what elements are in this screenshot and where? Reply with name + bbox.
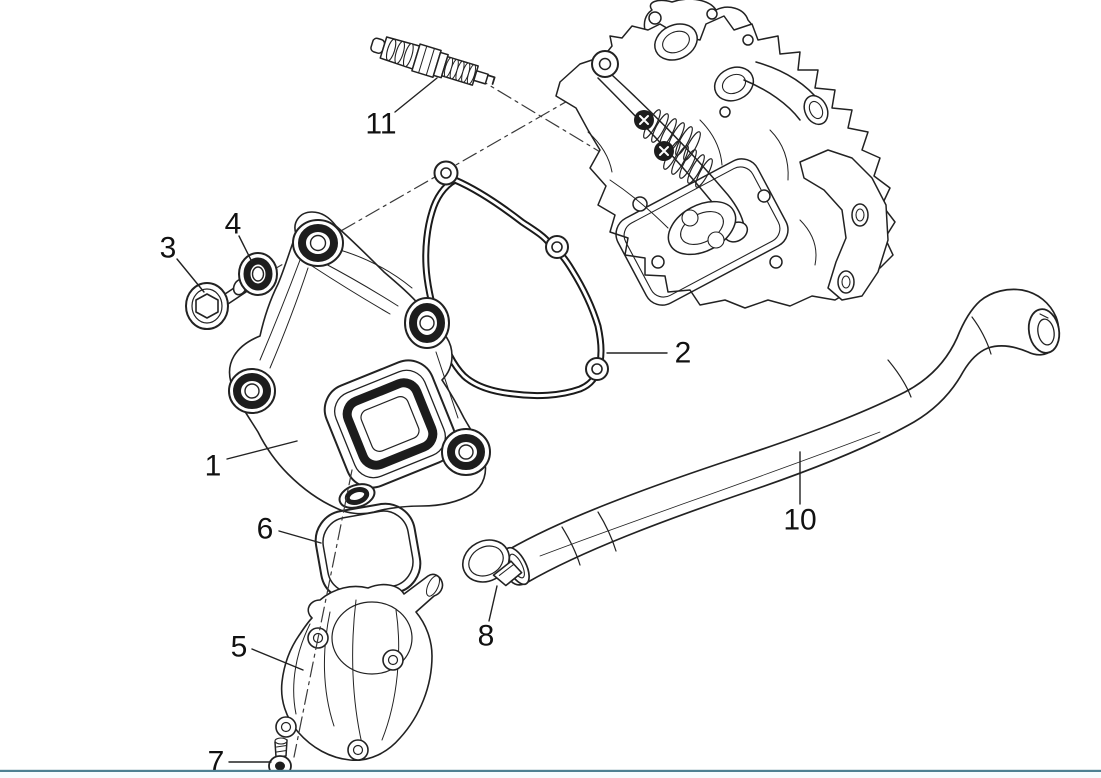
callout-3-label: 3: [160, 232, 177, 265]
callout-11: 11: [365, 77, 438, 141]
cover-center-recess: [323, 359, 457, 489]
cover-mounting-bosses: [228, 219, 491, 476]
callout-1: 1: [205, 440, 298, 483]
bolt-hex-socket: [195, 293, 219, 319]
sealing-washer-drawing: [238, 252, 278, 296]
head-rocker-bracket: [591, 50, 749, 243]
callout-6-label: 6: [257, 513, 274, 546]
callout-4-label: 4: [225, 208, 242, 241]
flange-bolt-drawing: [185, 278, 248, 330]
clamp-screw-housing: [492, 560, 523, 587]
breather-cover-drawing: [275, 573, 444, 762]
valve-spring-2: [654, 140, 713, 188]
pipe-segment-joints: [539, 316, 992, 566]
callout-5: 5: [231, 631, 304, 671]
cover-gasket-drawing: [422, 160, 609, 400]
callout-10: 10: [783, 451, 817, 537]
hose-clamp-drawing: [462, 539, 523, 587]
callout-2-label: 2: [675, 337, 692, 370]
callout-6-leader-line: [278, 530, 322, 544]
callout-4-leader-line: [238, 235, 253, 263]
breather-dome: [331, 601, 413, 675]
breather-flange-ears: [275, 627, 404, 761]
callout-8: 8: [478, 585, 498, 653]
callout-1-leader-line: [226, 440, 298, 460]
footer-area: [0, 772, 1101, 778]
breather-axis-centerline: [293, 469, 353, 758]
head-intake-ports: [648, 8, 755, 118]
callout-11-leader-line: [394, 77, 438, 113]
breather-pipe-drawing: [504, 288, 1061, 586]
callout-2: 2: [606, 337, 692, 370]
valve-springs: [634, 109, 713, 188]
bolt-axis-centerline: [195, 71, 619, 315]
callout-3-leader-line: [176, 258, 205, 293]
breather-body-lines: [293, 575, 440, 745]
head-side-bracket: [799, 149, 889, 301]
spark-plug-drawing: [370, 36, 496, 86]
cover-texture-lines: [259, 249, 459, 419]
callout-8-label: 8: [478, 620, 495, 653]
callout-4: 4: [225, 208, 253, 263]
head-gasket-face: [615, 158, 789, 306]
footer-divider-line: [0, 769, 1101, 772]
callout-8-leader-line: [488, 585, 498, 622]
callout-5-leader-line: [251, 648, 304, 671]
callout-3: 3: [160, 232, 205, 293]
head-texture-lines: [587, 119, 817, 266]
callout-11-label: 11: [365, 108, 396, 141]
callout-10-label: 10: [783, 504, 816, 537]
head-intake-runner: [743, 61, 829, 126]
callout-1-label: 1: [205, 450, 222, 483]
cylinder-head-drawing: [555, 0, 896, 309]
cylinder-head-cover-drawing: [228, 211, 491, 515]
callout-5-label: 5: [231, 631, 248, 664]
callout-6: 6: [257, 513, 322, 546]
